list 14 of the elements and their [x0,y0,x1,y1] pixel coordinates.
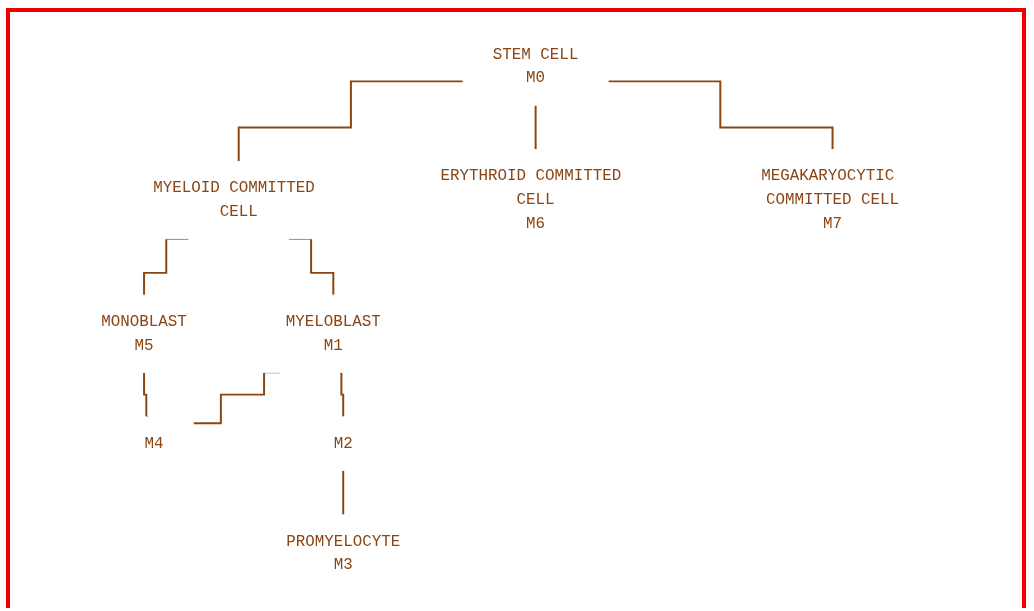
node-text: MEGAKARYOCYTIC COMMITTED CELL M7 [760,167,899,233]
node-text: MYELOBLAST M1 [285,312,381,355]
node-text: STEM CELL M0 [492,45,578,88]
connector [338,371,344,418]
connector [606,80,834,151]
connector [237,80,464,163]
node-text: PROMYELOCYTE M3 [285,532,400,575]
connector [534,104,537,151]
connector [341,469,344,516]
node-text: M2 [333,434,353,453]
node-text: MONOBLAST M5 [100,312,187,355]
node-text: M4 [144,434,164,453]
node-text: ERYTHROID COMMITTED CELL M6 [440,167,621,233]
connector [142,371,150,418]
